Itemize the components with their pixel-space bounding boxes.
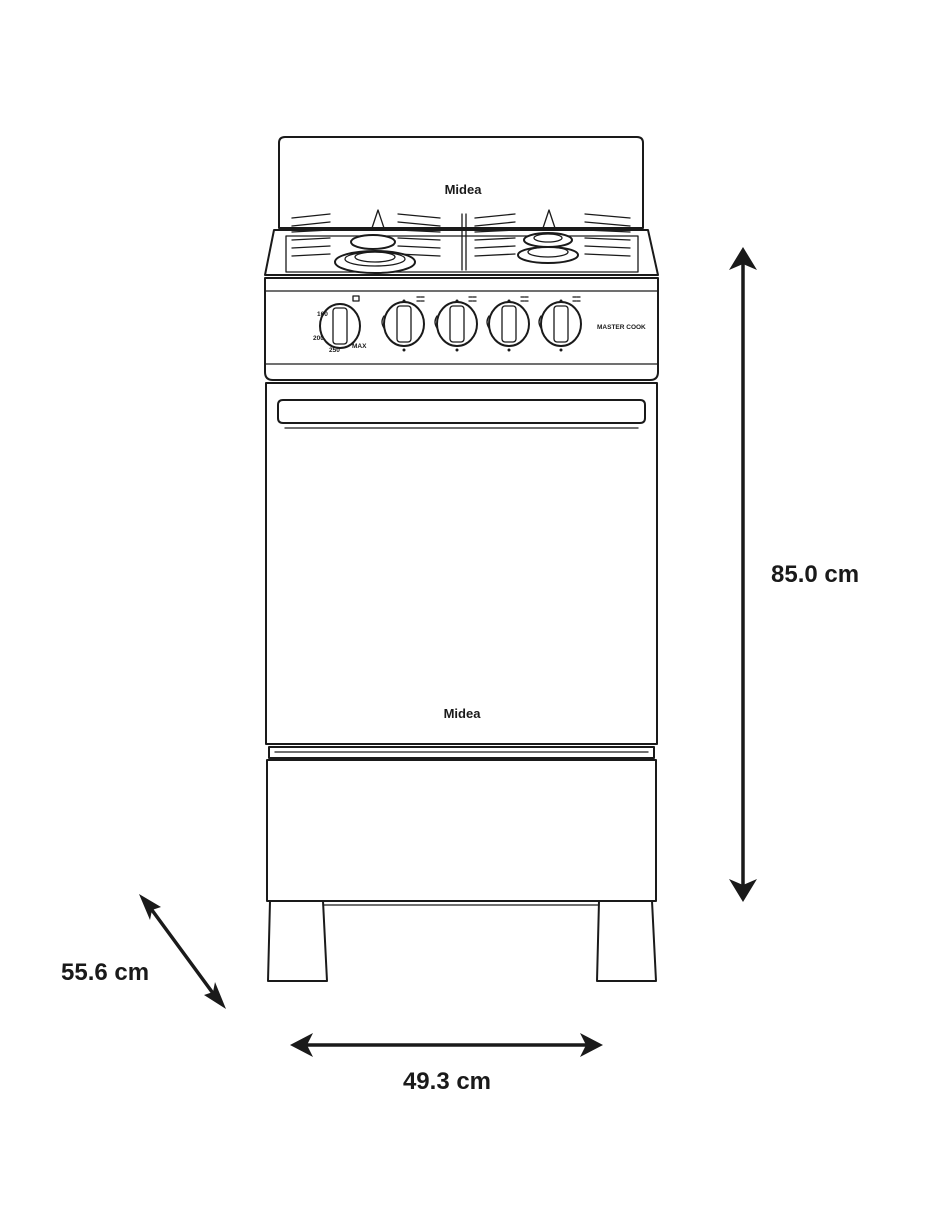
grates: [291, 209, 631, 271]
burner-knob-3[interactable]: [486, 299, 530, 352]
oven-handle[interactable]: [277, 399, 646, 424]
depth-dimension-arrow: [139, 894, 226, 1009]
width-label: 49.3 cm: [403, 1068, 491, 1095]
burner-position-icons: [416, 296, 581, 302]
burners: [334, 232, 579, 274]
backsplash: [278, 136, 644, 229]
height-label: 85.0 cm: [771, 561, 859, 588]
width-dimension-arrow: [290, 1033, 603, 1057]
svg-text:200: 200: [313, 335, 324, 342]
height-dimension-arrow: [729, 247, 757, 902]
leg-right: [596, 900, 657, 982]
depth-label: 55.6 cm: [61, 959, 149, 986]
oven-thermostat-knob[interactable]: 160 200 250 MAX: [313, 295, 367, 354]
svg-text:MAX: MAX: [352, 343, 367, 350]
burner-knob-4[interactable]: [538, 299, 582, 352]
burner-knob-1[interactable]: [381, 299, 425, 352]
model-label: MASTER COOK: [597, 324, 646, 331]
svg-text:160: 160: [317, 311, 328, 318]
brand-logo-door: Midea: [444, 706, 482, 721]
oven-door: [265, 382, 658, 745]
storage-drawer[interactable]: [266, 759, 657, 902]
svg-text:250: 250: [329, 347, 340, 354]
leg-left: [267, 900, 328, 982]
burner-knob-2[interactable]: [434, 299, 478, 352]
brand-logo-top: Midea: [445, 182, 483, 197]
